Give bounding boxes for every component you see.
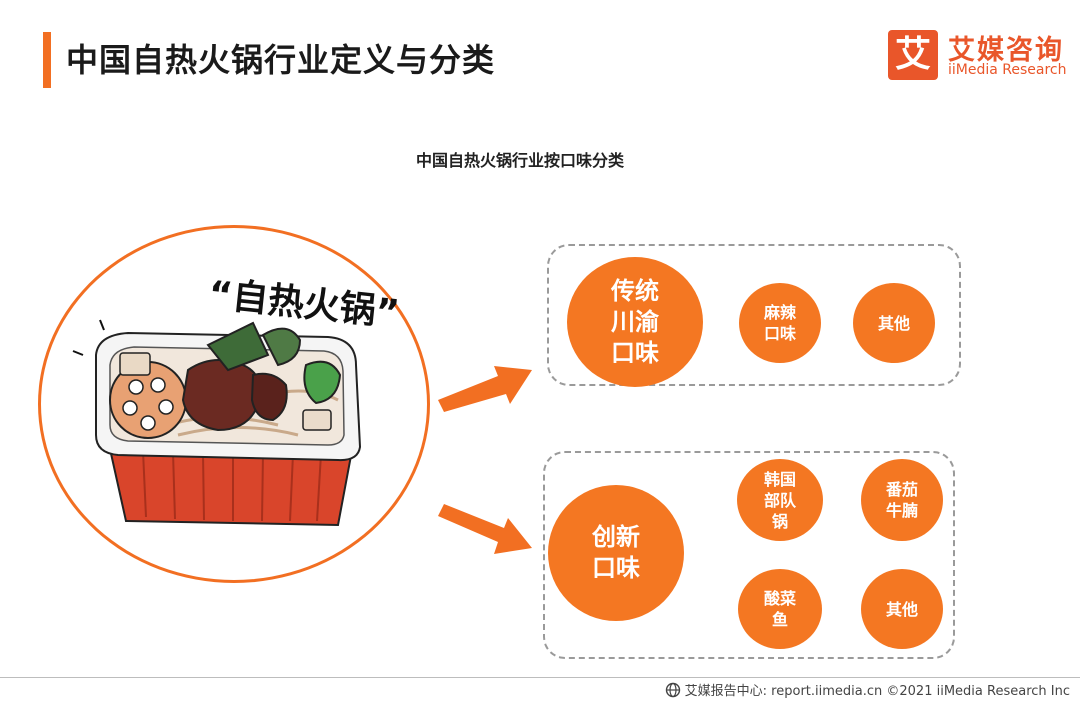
subcategory-label: 麻辣 口味 xyxy=(763,303,796,343)
arrow-lower xyxy=(438,504,532,554)
subcategory-pickled-fish: 酸菜 鱼 xyxy=(738,569,822,649)
subcategory-army-stew: 韩国 部队 锅 xyxy=(737,459,823,541)
subcategory-spicy: 麻辣 口味 xyxy=(739,283,821,363)
illustration-caption: “自热火锅” xyxy=(207,274,402,335)
beef-chunk xyxy=(181,359,262,432)
iimedia-logo: 艾 艾媒咨询 iiMedia Research xyxy=(888,28,1068,84)
subcategory-label: 其他 xyxy=(877,313,910,333)
category-innovative: 创新 口味 xyxy=(548,485,684,621)
vegetable-leaf xyxy=(206,321,270,372)
subcategory-label: 韩国 部队 锅 xyxy=(763,469,796,531)
page-title: 中国自热火锅行业定义与分类 xyxy=(66,41,496,79)
category-traditional-sichuan: 传统 川渝 口味 xyxy=(567,257,703,387)
subcategory-other-1: 其他 xyxy=(853,283,935,363)
subcategory-label: 其他 xyxy=(885,599,918,619)
category-label: 创新 口味 xyxy=(592,523,640,582)
logo-name-cn: 艾媒咨询 xyxy=(948,35,1064,66)
group-innovative xyxy=(543,451,955,659)
footer-text: 艾媒报告中心: report.iimedia.cn ©2021 iiMedia … xyxy=(684,684,1070,699)
category-label: 传统 川渝 口味 xyxy=(611,276,659,367)
logo-mark: 艾 xyxy=(888,30,938,80)
logo-name-en: iiMedia Research xyxy=(948,62,1067,78)
subcategory-label: 酸菜 鱼 xyxy=(763,589,796,629)
subcategory-label: 番茄 牛腩 xyxy=(885,480,918,520)
title-accent-bar xyxy=(43,32,51,88)
footer-divider xyxy=(0,677,1080,678)
arrow-upper xyxy=(438,366,532,412)
motion-mark xyxy=(72,350,84,356)
footer: 艾媒报告中心: report.iimedia.cn ©2021 iiMedia … xyxy=(665,680,1070,699)
motion-mark xyxy=(99,319,105,331)
diagram-subtitle: 中国自热火锅行业按口味分类 xyxy=(415,151,624,170)
group-traditional xyxy=(547,244,961,386)
subcategory-other-2: 其他 xyxy=(861,569,943,649)
subcategory-tomato-beef: 番茄 牛腩 xyxy=(861,459,943,541)
illustration-circle xyxy=(38,225,430,583)
globe-icon xyxy=(665,682,680,697)
hotpot-illustration: “自热火锅” xyxy=(72,274,402,527)
